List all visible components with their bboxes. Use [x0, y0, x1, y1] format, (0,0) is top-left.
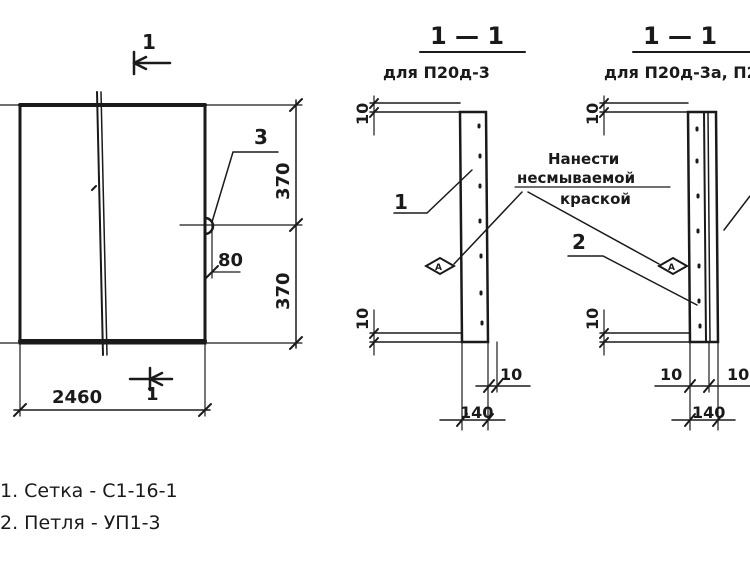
- mark-a-label-b: А: [668, 263, 675, 273]
- plan-dim-offset: 80: [218, 250, 243, 271]
- panel-outline: [18, 103, 207, 345]
- legend-item-loop: 2. Петля - УП1-3: [0, 512, 161, 534]
- section-b-dim-width: 140: [692, 403, 725, 422]
- mark-a-diamond-b: [656, 256, 690, 276]
- section-b-dim-left: 10: [660, 365, 682, 384]
- section-a-callout-1: 1: [394, 190, 408, 214]
- plan-dim-lower: 370: [273, 272, 294, 310]
- section-a-title: 1 — 1: [430, 22, 504, 50]
- section-b-subtitle: для П20д-3а, П2: [604, 63, 750, 82]
- callout-2-leader: [567, 255, 698, 306]
- section-marker-top: [132, 50, 172, 76]
- plan-section-marker-label-bottom: 1: [146, 384, 159, 405]
- section-a-rebar: [477, 123, 484, 326]
- plan-section-marker-label-top: 1: [142, 30, 156, 54]
- section-b-dim-right: 10: [727, 365, 749, 384]
- note-line-3: краской: [560, 190, 631, 208]
- plan-dim-width: 2460: [52, 387, 102, 408]
- plan-center-line: [96, 91, 104, 356]
- section-a-dim-bottom: 10: [353, 308, 372, 330]
- loop-symbol: [203, 216, 215, 236]
- section-marker-bottom: [128, 366, 174, 392]
- section-b-dim-bottom: 10: [583, 308, 602, 330]
- note-line-1: Нанести: [548, 150, 619, 168]
- section-a-dim-width: 140: [460, 403, 493, 422]
- note-line-2: несмываемой: [517, 169, 635, 187]
- callout-1-leader: [393, 169, 473, 214]
- section-a-dim-top: 10: [353, 103, 372, 125]
- plan-view: [0, 50, 303, 417]
- section-b-rebar: [695, 126, 702, 329]
- callout-3-leader: [211, 151, 279, 223]
- legend-item-mesh: 1. Сетка - С1-16-1: [0, 480, 178, 502]
- plan-dim-upper: 370: [273, 162, 294, 200]
- section-b-loop: [703, 111, 707, 343]
- section-a-subtitle: для П20д-3: [383, 63, 490, 82]
- section-a: [369, 51, 531, 431]
- section-b-callout-2: 2: [572, 230, 586, 254]
- section-b-body: [686, 110, 720, 344]
- section-a-dim-right: 10: [500, 365, 522, 384]
- mark-a-label-a: А: [435, 263, 442, 273]
- plan-center-line-2: [100, 91, 108, 356]
- section-b: [527, 51, 750, 431]
- section-b-dim-top: 10: [583, 103, 602, 125]
- section-a-body: [458, 110, 490, 344]
- section-b-title: 1 — 1: [643, 22, 717, 50]
- plan-callout-3: 3: [254, 125, 268, 149]
- mark-a-diamond-a: [423, 256, 457, 276]
